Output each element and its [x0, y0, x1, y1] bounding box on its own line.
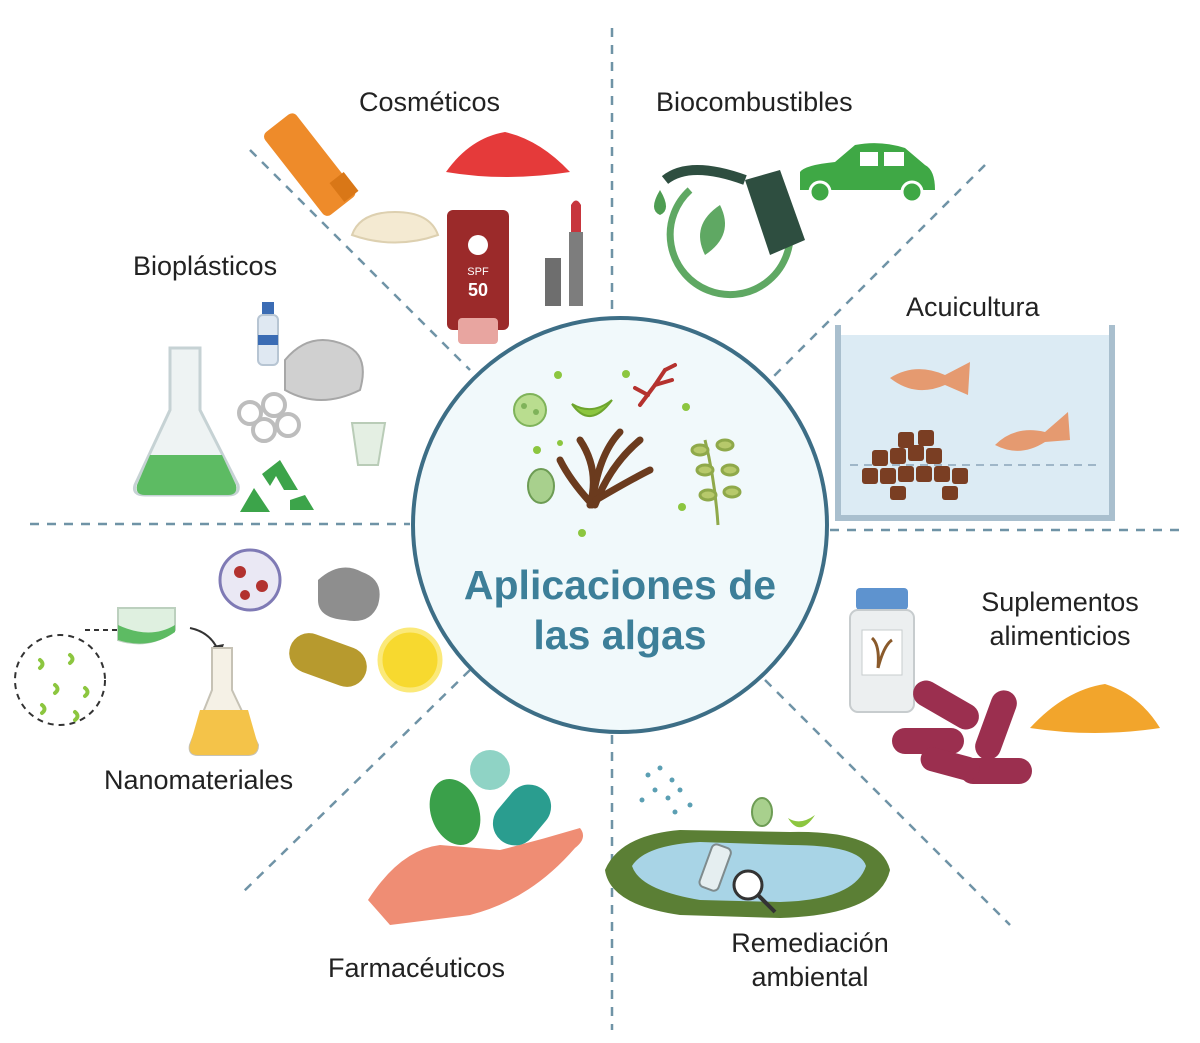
- pills-icon: [289, 627, 443, 693]
- seaweed-icon: [556, 428, 654, 509]
- flask-icon: [133, 346, 240, 497]
- supplement-jar-icon: [849, 588, 915, 713]
- label-remediacion-line2: ambiental: [751, 962, 869, 992]
- label-biocombustibles: Biocombustibles: [656, 87, 853, 117]
- red-seaweed-icon: [633, 363, 677, 407]
- cream-tube-icon: [264, 113, 440, 244]
- label-acuicultura: Acuicultura: [906, 292, 1040, 322]
- label-remediacion-line1: Remediación: [731, 928, 889, 958]
- title-line1: Aplicaciones de: [463, 562, 777, 608]
- lipstick-icon: [545, 200, 583, 306]
- yellow-powder-icon: [1030, 684, 1160, 733]
- recycle-icon: [240, 460, 314, 512]
- plastic-bottle-icon: [237, 302, 387, 466]
- sunscreen-spf-value: 50: [467, 280, 489, 300]
- divider-lower-right: [764, 679, 1011, 926]
- label-cosmeticos: Cosméticos: [359, 87, 501, 117]
- microalgae-icon: [513, 370, 690, 537]
- hand-icon: [368, 828, 584, 925]
- car-icon: [800, 143, 935, 204]
- green-seaweed-icon: [690, 438, 742, 526]
- label-suplementos-line1: Suplementos: [981, 587, 1139, 617]
- nanoparticle-icon: [14, 548, 380, 756]
- label-suplementos-line2: alimenticios: [989, 621, 1131, 651]
- divider-upper-left: [249, 149, 471, 371]
- label-farmaceuticos: Farmacéuticos: [328, 953, 506, 983]
- sunscreen-bottle-icon: [447, 210, 509, 344]
- pond-icon: [605, 765, 890, 918]
- label-nanomateriales: Nanomateriales: [104, 765, 294, 795]
- title-line2: las algas: [533, 612, 707, 658]
- sunscreen-spf-label: SPF: [467, 266, 489, 278]
- fuel-nozzle-icon: [654, 165, 805, 299]
- fish-tank-icon: [835, 325, 1115, 521]
- page-title: Aplicaciones de las algas: [420, 560, 820, 660]
- medicine-pills-icon: [429, 750, 552, 846]
- divider-upper-right: [764, 164, 986, 386]
- red-powder-icon: [446, 132, 570, 177]
- divider-lower-left: [239, 669, 471, 896]
- capsules-icon: [892, 680, 1032, 784]
- divider-lines: [30, 28, 1180, 1030]
- label-bioplasticos: Bioplásticos: [133, 251, 278, 281]
- center-circle: [411, 316, 829, 734]
